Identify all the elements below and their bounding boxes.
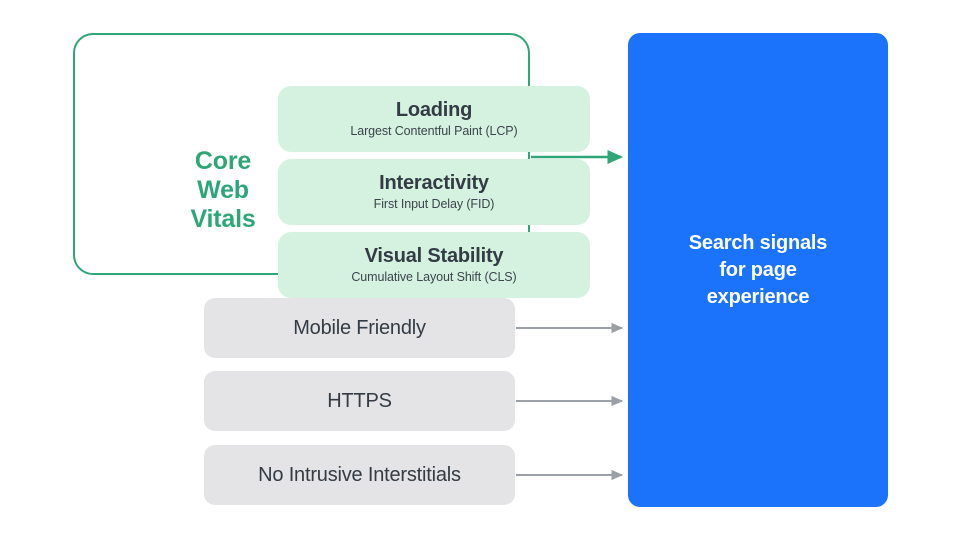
metric-card-loading[interactable]: Loading Largest Contentful Paint (LCP) [278,86,590,152]
signal-box-mobile-friendly-label: Mobile Friendly [293,316,426,339]
signal-box-no-intrusive-interstitials[interactable]: No Intrusive Interstitials [204,445,515,505]
signal-box-mobile-friendly[interactable]: Mobile Friendly [204,298,515,358]
metric-card-visual-stability[interactable]: Visual Stability Cumulative Layout Shift… [278,232,590,298]
core-web-vitals-group: Core Web Vitals Loading Largest Contentf… [73,33,590,298]
metric-card-interactivity-subtitle: First Input Delay (FID) [373,197,495,211]
metric-card-visual-stability-title: Visual Stability [364,245,504,267]
signal-box-https-label: HTTPS [327,389,392,412]
metric-card-interactivity[interactable]: Interactivity First Input Delay (FID) [278,159,590,225]
metric-card-loading-title: Loading [395,99,473,121]
metric-card-interactivity-title: Interactivity [379,172,489,194]
search-signals-label: Search signals for page experience [688,231,828,308]
metric-card-visual-stability-subtitle: Cumulative Layout Shift (CLS) [351,270,517,284]
metric-card-loading-subtitle: Largest Contentful Paint (LCP) [350,124,518,138]
signal-box-no-intrusive-interstitials-label: No Intrusive Interstitials [258,463,461,486]
signal-box-https[interactable]: HTTPS [204,371,515,431]
search-signals-box[interactable]: Search signals for page experience [628,33,888,507]
core-web-vitals-group-label: Core Web Vitals [190,147,256,233]
